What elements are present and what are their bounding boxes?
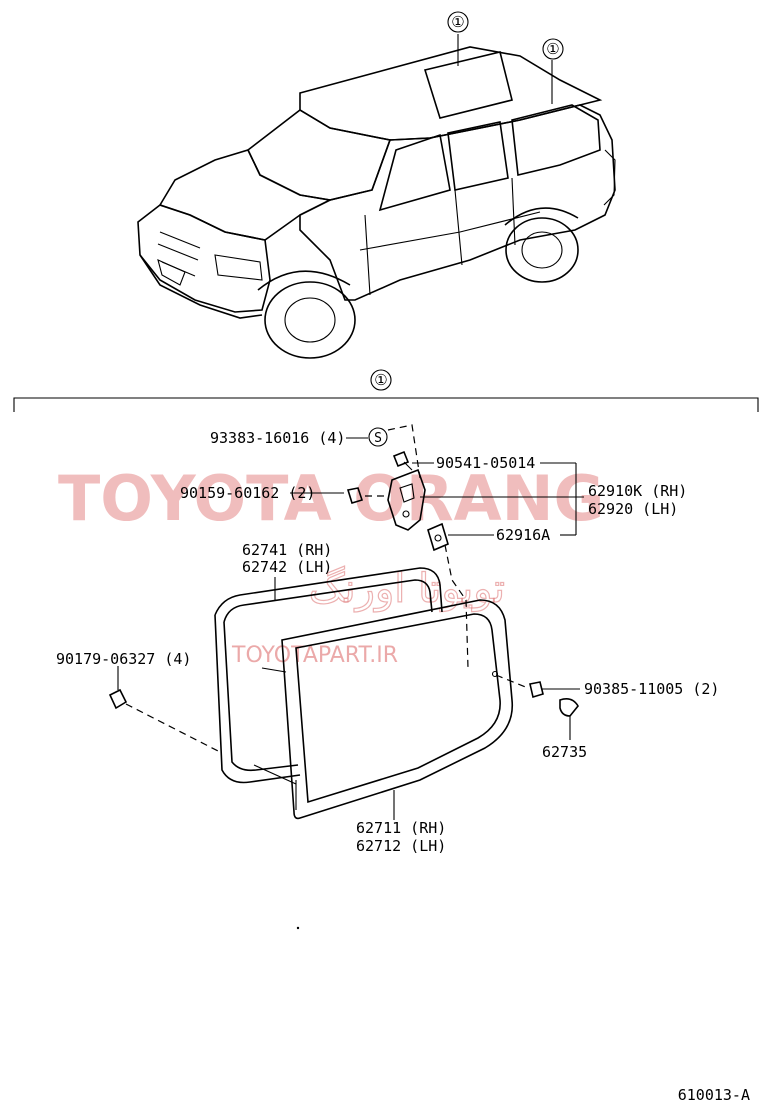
callout-roof-glass: ① (447, 11, 469, 33)
callout-side-glass-text: ① (546, 40, 559, 58)
label-nut-90179: 90179-06327 (4) (56, 650, 191, 668)
label-nut-90385: 90385-11005 (2) (584, 680, 719, 698)
watermark-brand: TOYOTA ORANG (58, 462, 604, 535)
label-weatherstrip-rh: 62741 (RH) (242, 541, 332, 559)
section-bracket: ① (13, 369, 759, 412)
label-weatherstrip-lh: 62742 (LH) (242, 558, 332, 576)
label-bolt-90159: 90159-60162 (2) (180, 484, 315, 502)
section-callout-text: ① (374, 371, 387, 389)
nut-90179 (108, 688, 221, 753)
watermark-url: TOYOTAPART.IR (231, 643, 398, 668)
watermark-persian: تویوتا اورنگ (309, 566, 505, 612)
callout-side-glass: ① (542, 38, 564, 60)
label-glass-rh: 62711 (RH) (356, 819, 446, 837)
hinge-assembly (346, 424, 469, 669)
nut-90385 (495, 674, 544, 699)
callout-roof-glass-text: ① (451, 13, 464, 31)
label-pad-62916a: 62916A (496, 526, 550, 544)
label-cap-62735: 62735 (542, 743, 587, 761)
side-glass-panel (281, 599, 514, 820)
leader-lines (117, 437, 584, 820)
seal-mark: S (368, 427, 388, 447)
label-hinge-rh: 62910K (RH) (588, 482, 687, 500)
figure-code: 610013-A (678, 1086, 750, 1104)
label-screw-93383: 93383-16016 (4) (210, 429, 345, 447)
cap-62735 (559, 698, 579, 717)
weatherstrip (214, 567, 443, 785)
vehicle-illustration (137, 34, 616, 359)
seal-mark-text: S (374, 431, 382, 446)
label-hinge-lh: 62920 (LH) (588, 500, 678, 518)
label-glass-lh: 62712 (LH) (356, 837, 446, 855)
label-bolt-90541: 90541-05014 (436, 454, 535, 472)
